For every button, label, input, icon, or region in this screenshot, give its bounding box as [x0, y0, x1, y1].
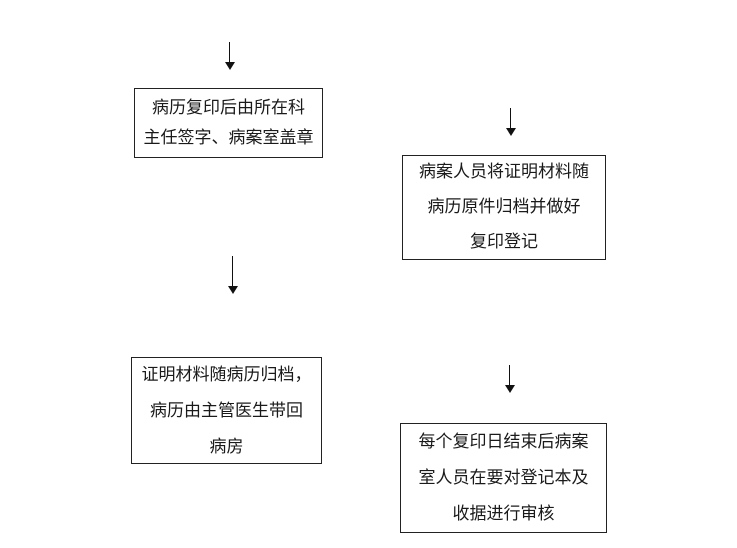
down-arrow-icon [505, 365, 515, 393]
down-arrow-icon [506, 108, 516, 136]
flow-box-text: 病历由主管医生带回 [150, 400, 303, 421]
flow-box-text: 室人员在要对登记本及 [418, 468, 589, 488]
flow-box-archive-register: 病案人员将证明材料随 病历原件归档并做好 复印登记 [402, 155, 606, 260]
flow-box-text: 病历原件归档并做好 [427, 197, 581, 217]
flow-box-daily-audit: 每个复印日结束后病案 室人员在要对登记本及 收据进行审核 [400, 423, 607, 533]
flow-box-text: 病房 [209, 436, 244, 457]
flow-box-text: 复印登记 [470, 232, 538, 252]
flow-box-copy-sign: 病历复印后由所在科 主任签字、病案室盖章 [134, 88, 323, 158]
flow-box-text: 收据进行审核 [452, 504, 555, 524]
flow-box-return-ward: 证明材料随病历归档， 病历由主管医生带回 病房 [131, 357, 322, 464]
flow-box-text: 证明材料随病历归档， [141, 364, 312, 385]
flow-box-text: 病案人员将证明材料随 [419, 162, 589, 182]
flow-box-text: 每个复印日结束后病案 [418, 432, 589, 452]
down-arrow-icon [228, 256, 238, 294]
flow-box-text: 主任签字、病案室盖章 [143, 128, 314, 148]
down-arrow-icon [225, 42, 235, 70]
flow-box-text: 病历复印后由所在科 [152, 98, 305, 118]
